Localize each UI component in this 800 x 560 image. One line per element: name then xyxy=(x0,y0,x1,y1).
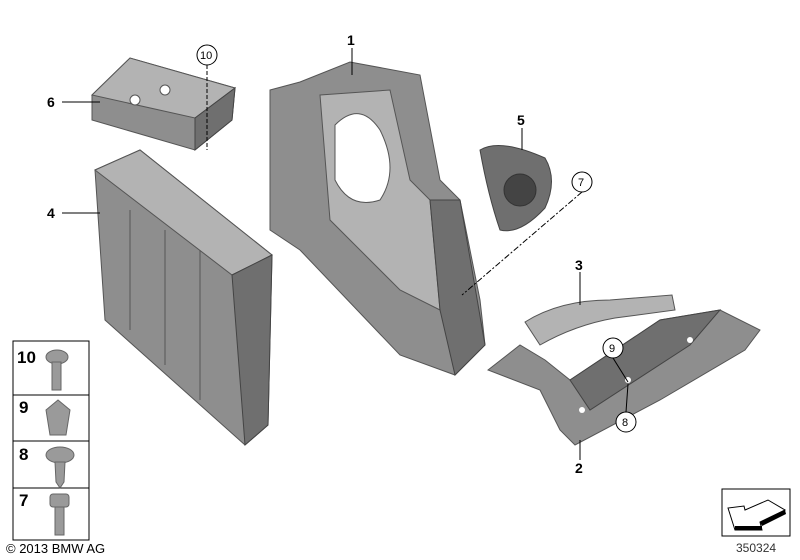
callout-2[interactable]: 2 xyxy=(575,460,583,476)
screw-icon xyxy=(45,349,69,391)
expanding-nut-icon xyxy=(45,399,71,436)
callout-10[interactable]: 10 xyxy=(200,50,212,62)
callout-3[interactable]: 3 xyxy=(575,257,583,273)
hex-screw-icon xyxy=(45,446,75,489)
part-1-frame[interactable] xyxy=(269,61,486,376)
legend-num-9: 9 xyxy=(19,398,28,417)
callout-1[interactable]: 1 xyxy=(347,32,355,48)
part-5-speaker-cover[interactable] xyxy=(479,145,552,232)
callout-8[interactable]: 8 xyxy=(622,417,628,429)
part-6-bracket[interactable] xyxy=(90,57,237,152)
hex-bolt-icon xyxy=(49,493,70,536)
part-2-lower-trim[interactable] xyxy=(486,309,761,446)
part-3-trim-strip[interactable] xyxy=(524,294,676,346)
legend-num-8: 8 xyxy=(19,445,28,464)
legend-num-7: 7 xyxy=(19,491,28,510)
callout-7[interactable]: 7 xyxy=(578,177,584,189)
part-4-carrier[interactable] xyxy=(94,149,273,447)
diagram-number: 350324 xyxy=(736,541,777,555)
callout-5[interactable]: 5 xyxy=(517,112,525,128)
callout-6[interactable]: 6 xyxy=(47,94,55,110)
fastener-legend: 10 9 8 7 xyxy=(12,340,90,541)
legend-num-10: 10 xyxy=(17,348,36,367)
copyright-text: © 2013 BMW AG xyxy=(6,541,106,556)
callout-9[interactable]: 9 xyxy=(609,343,615,355)
orientation-arrow-icon xyxy=(721,488,791,537)
callout-4[interactable]: 4 xyxy=(47,205,55,221)
